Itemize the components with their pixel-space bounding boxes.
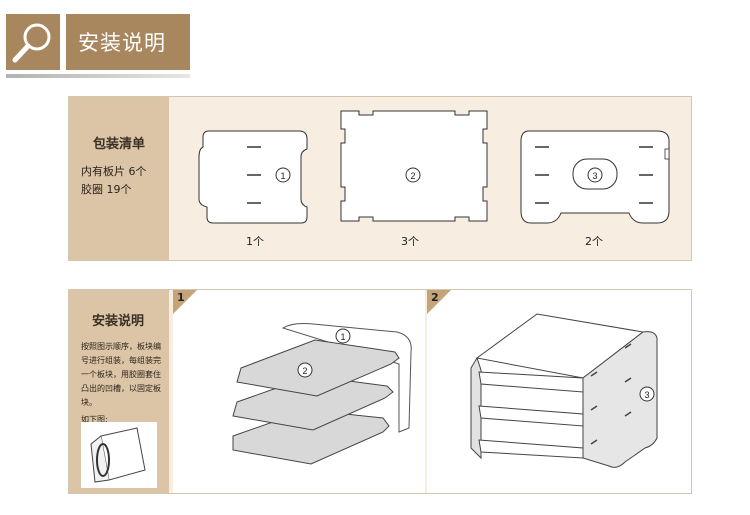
header-underline [6, 74, 190, 78]
part-1-label: 1 [280, 171, 285, 181]
instructions-sub: 如下图: [81, 415, 108, 424]
title-box: 安装说明 [66, 14, 190, 70]
part-3-diagram: 3 [520, 130, 670, 224]
step-1-diagram: 1 2 [232, 323, 412, 465]
step-2-diagram: 3 [470, 313, 658, 468]
part-1-count: 1个 [246, 235, 264, 248]
package-list-panel: 包装清单 内有板片 6个 胶圈 19个 1 1个 2 3个 3 2个 [68, 96, 692, 261]
package-list-side: 包装清单 内有板片 6个 胶圈 19个 [69, 97, 169, 260]
step-2-callout-3: 3 [644, 390, 649, 400]
part-2-label: 2 [410, 171, 415, 181]
instructions-heading: 安装说明 [92, 314, 145, 329]
step-2-number: 2 [431, 291, 439, 304]
part-3-label: 3 [592, 171, 597, 181]
search-icon [6, 14, 60, 70]
band-thumbnail [81, 422, 157, 488]
part-1-diagram: 1 [198, 130, 308, 224]
package-line-boards: 内有板片 6个 [81, 165, 147, 178]
step-1-number: 1 [177, 291, 185, 304]
package-list-heading: 包装清单 [93, 137, 146, 152]
part-2-diagram: 2 [340, 110, 488, 222]
instructions-side: 安装说明 按照图示顺序，板块编号进行组装，每组装完一个板块，用胶圈套住凸出的凹槽… [69, 290, 169, 493]
step-2-tab [427, 290, 451, 314]
part-2-count: 3个 [401, 235, 419, 248]
step-1-callout-2: 2 [302, 366, 307, 376]
step-1-callout-1: 1 [340, 332, 345, 342]
step-2-area: 2 3 [427, 290, 691, 493]
instructions-paragraph: 按照图示顺序，板块编号进行组装，每组装完一个板块，用胶圈套住凸出的凹槽，以固定板… [81, 342, 161, 407]
step-1-tab [173, 290, 197, 314]
package-line-bands: 胶圈 19个 [81, 183, 132, 196]
part-3-count: 2个 [585, 235, 603, 248]
step-1-area: 1 1 2 [173, 290, 425, 493]
page-header: 安装说明 [6, 14, 190, 78]
instructions-panel: 安装说明 按照图示顺序，板块编号进行组装，每组装完一个板块，用胶圈套住凸出的凹槽… [68, 289, 692, 494]
page-title: 安装说明 [78, 31, 166, 55]
